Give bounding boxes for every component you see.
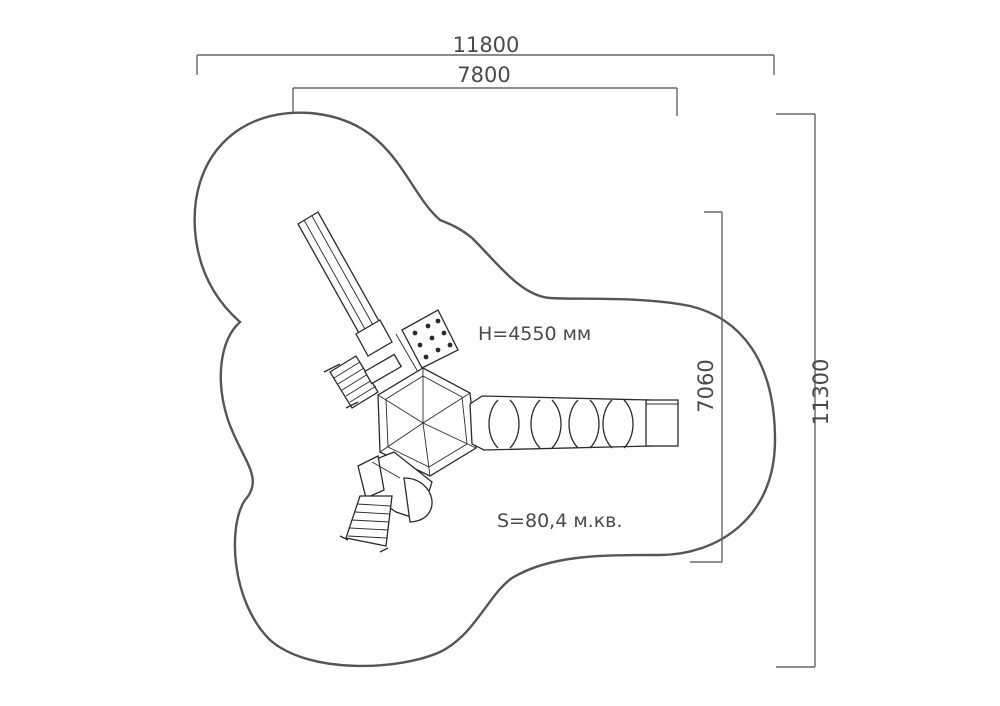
playground-equipment [297, 211, 679, 553]
tube-slide [469, 395, 679, 451]
ladder-upper-left [323, 353, 403, 409]
hex-tower [377, 367, 477, 477]
dimension-inner-height: 7060 [690, 211, 723, 563]
climbing-wall [395, 309, 459, 373]
overall-height-label: 11300 [809, 359, 833, 426]
height-note: H=4550 мм [478, 323, 591, 345]
overall-width-label: 11800 [453, 33, 520, 57]
inner-width-label: 7800 [457, 63, 510, 87]
slide-top [297, 211, 393, 357]
inner-height-label: 7060 [694, 359, 718, 412]
dimension-inner-width: 7800 [292, 63, 678, 116]
lower-module [357, 451, 433, 523]
safety-zone-outline [193, 111, 777, 668]
dimension-overall-width: 11800 [196, 33, 775, 75]
dimension-overall-height: 11300 [776, 113, 833, 668]
ladder-lower-left [339, 495, 393, 553]
area-note: S=80,4 м.кв. [497, 510, 622, 532]
